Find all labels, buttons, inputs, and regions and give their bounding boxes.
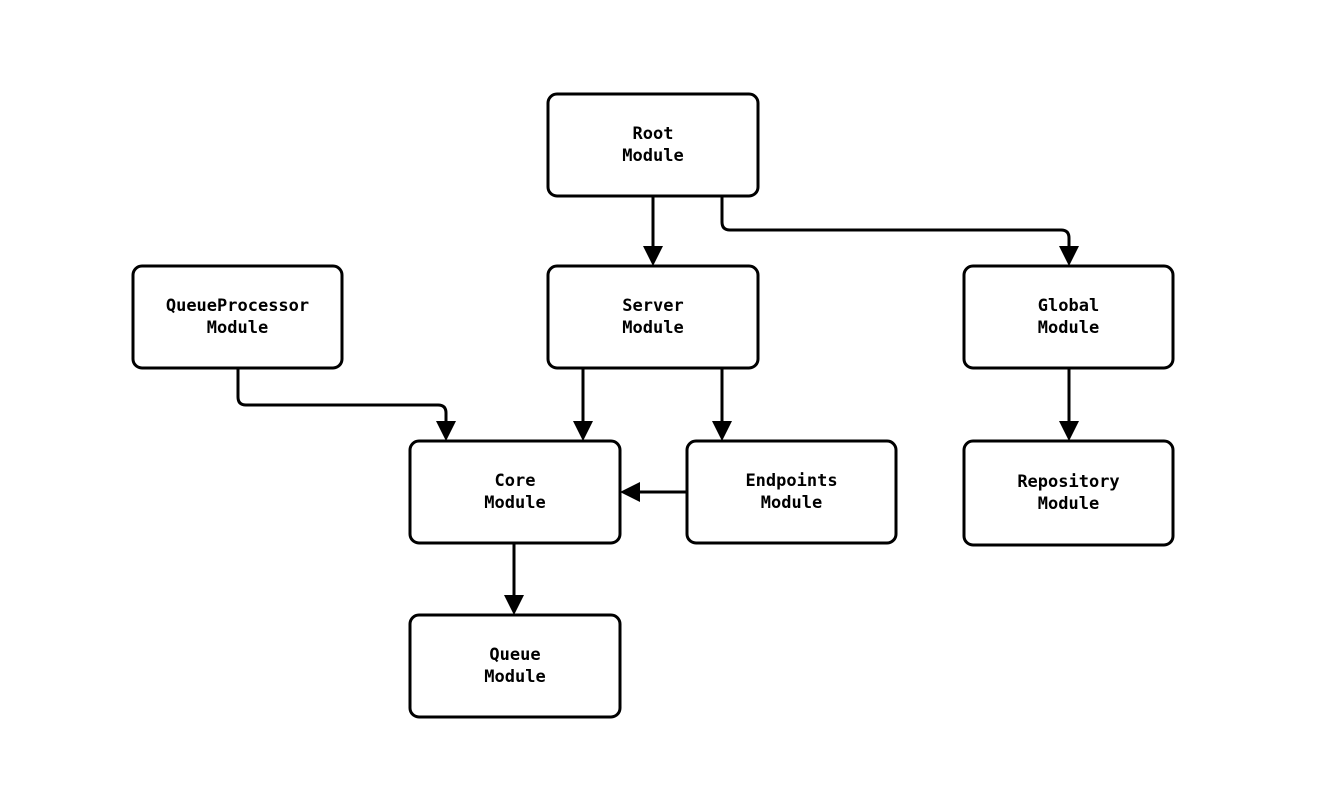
node-label-line2: Module <box>622 318 683 338</box>
arrowhead-icon <box>620 482 640 502</box>
edge-global-to-repository <box>1059 368 1079 441</box>
arrowhead-icon <box>1059 421 1079 441</box>
node-box[interactable] <box>546 92 760 198</box>
edge-queueprocessor-to-core <box>236 368 456 441</box>
arrowhead-icon <box>573 421 593 441</box>
arrowhead-icon <box>504 595 524 615</box>
arrowhead-icon <box>436 421 456 441</box>
node-box[interactable] <box>546 264 760 370</box>
node-label-line2: Module <box>484 493 545 513</box>
arrowhead-icon <box>643 246 663 266</box>
node-box[interactable] <box>962 264 1175 370</box>
node-label-line1: Root <box>633 124 674 144</box>
node-box[interactable] <box>131 264 344 370</box>
edge-line <box>720 196 1071 250</box>
node-box[interactable] <box>685 439 898 545</box>
node-label-line2: Module <box>1038 494 1099 514</box>
node-label-line1: QueueProcessor <box>166 296 309 316</box>
edges-layer <box>236 196 1079 615</box>
node-box[interactable] <box>962 439 1175 547</box>
edge-root-to-global <box>720 196 1079 266</box>
node-label-line1: Endpoints <box>745 471 837 491</box>
edge-server-to-core <box>573 368 593 441</box>
node-label-line2: Module <box>207 318 268 338</box>
node-box[interactable] <box>408 439 622 545</box>
nodes-layer: RootModuleQueueProcessorModuleServerModu… <box>131 92 1175 719</box>
edge-server-to-endpoints <box>712 368 732 441</box>
arrowhead-icon <box>1059 246 1079 266</box>
node-label-line1: Queue <box>489 645 540 665</box>
edge-root-to-server <box>643 196 663 266</box>
edge-line <box>236 368 448 425</box>
node-label-line2: Module <box>622 146 683 166</box>
node-label-line1: Repository <box>1017 472 1119 492</box>
node-label-line2: Module <box>1038 318 1099 338</box>
node-box[interactable] <box>408 613 622 719</box>
node-label-line2: Module <box>761 493 822 513</box>
node-label-line2: Module <box>484 667 545 687</box>
node-label-line1: Server <box>622 296 683 316</box>
arrowhead-icon <box>712 421 732 441</box>
edge-core-to-queue <box>504 543 524 615</box>
node-label-line1: Core <box>495 471 536 491</box>
edge-endpoints-to-core <box>620 482 687 502</box>
node-label-line1: Global <box>1038 296 1099 316</box>
